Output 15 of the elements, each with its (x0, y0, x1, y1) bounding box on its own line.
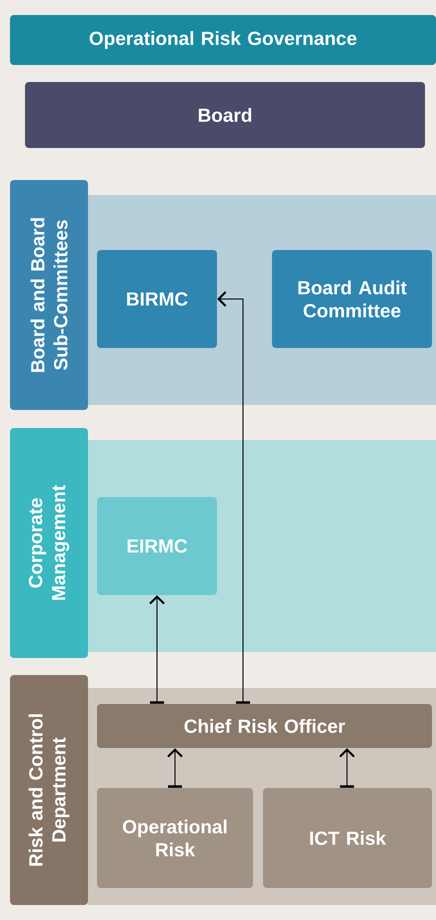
risk-box: ICT Risk (263, 788, 432, 888)
section-tab: Risk and Control Department (10, 675, 88, 905)
arrow (339, 748, 355, 788)
section-tab: Corporate Management (10, 428, 88, 658)
committee-box: Board Audit Committee (272, 250, 432, 348)
arrow (217, 291, 250, 704)
officer-box: Chief Risk Officer (97, 704, 432, 748)
committee-box: BIRMC (97, 250, 217, 348)
board-box: Board (25, 82, 425, 148)
arrow (149, 595, 165, 704)
arrow (167, 748, 183, 788)
committee-box: EIRMC (97, 497, 217, 595)
section-tab: Board and Board Sub-Committees (10, 180, 88, 410)
risk-box: Operational Risk (97, 788, 253, 888)
title-band: Operational Risk Governance (10, 14, 436, 65)
